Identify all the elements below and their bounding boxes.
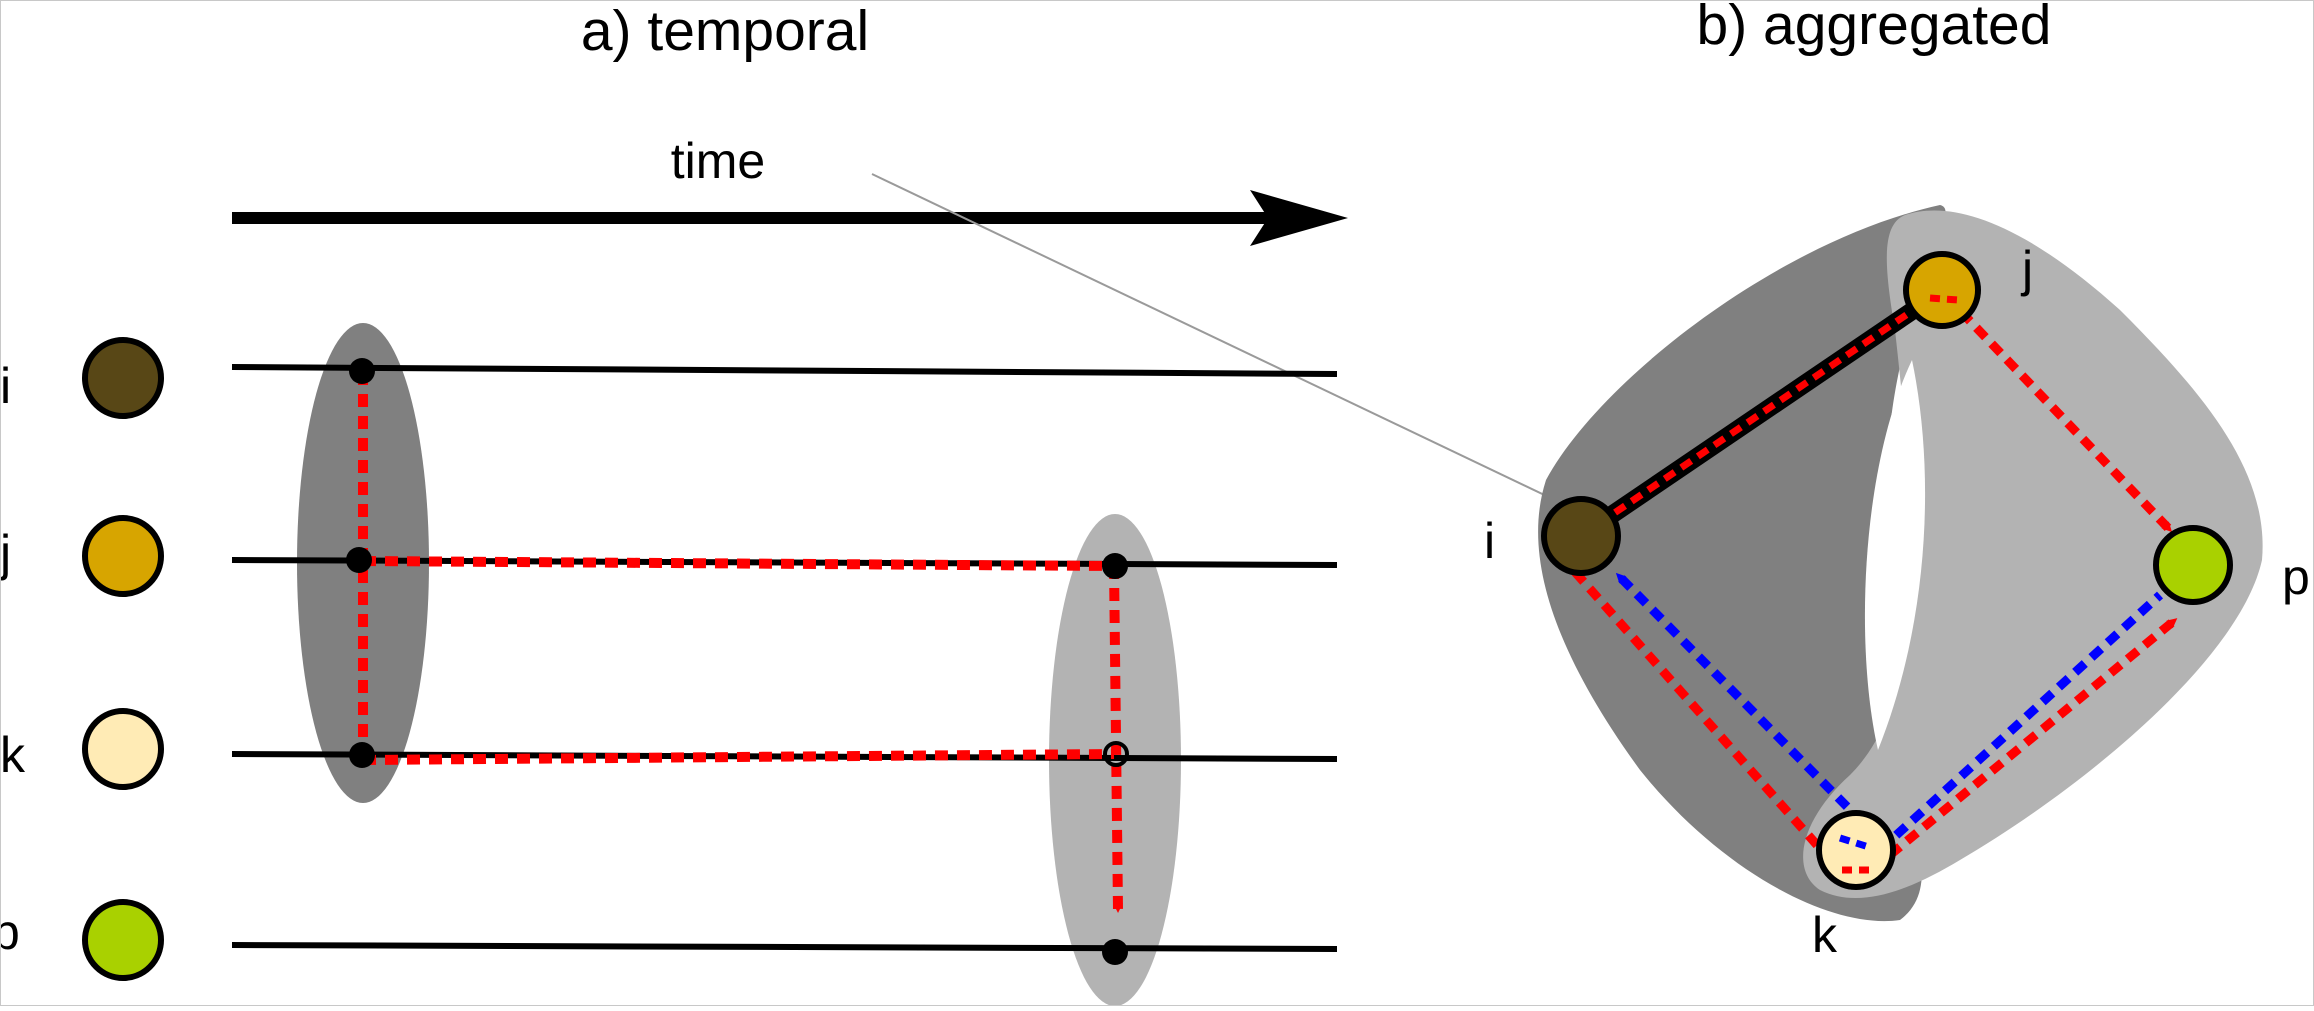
timeline-p — [231, 942, 1338, 952]
mark-j — [1929, 294, 1959, 304]
edge-p-k — [1876, 591, 2164, 854]
row-label-p: p — [0, 904, 20, 960]
path-segment-k-k — [362, 749, 1115, 765]
row-legend: i j k p — [0, 337, 164, 981]
time-arrow: time — [232, 133, 1348, 246]
aggregated-title: b) aggregated — [1697, 0, 2052, 57]
edge-k-i — [1614, 571, 1882, 842]
mark-k-blue — [1838, 834, 1874, 852]
agg-node-p — [2153, 525, 2233, 605]
temporal-panel: a) temporal time — [0, 0, 1581, 1006]
edge-j-p — [1942, 292, 2174, 534]
edge-i-k — [1571, 569, 1852, 883]
temporal-title: a) temporal — [581, 0, 869, 63]
row-label-j: j — [0, 525, 11, 581]
hyperedge-jkp — [1803, 210, 2263, 899]
agg-label-i: i — [1484, 513, 1495, 569]
row-label-i: i — [0, 358, 11, 414]
agg-label-p: p — [2282, 549, 2310, 605]
hyperedge-gap — [1864, 360, 1926, 750]
row-node-p — [82, 899, 164, 981]
row-node-i — [82, 337, 164, 419]
event-point-j2 — [1102, 553, 1128, 579]
path-segment-j-j — [362, 556, 1115, 571]
event-point-i — [349, 358, 375, 384]
temporal-path — [358, 372, 1123, 913]
row-node-k — [82, 708, 164, 790]
row-label-k: k — [0, 727, 26, 783]
event-point-j — [346, 547, 372, 573]
event-point-p — [1102, 939, 1128, 965]
agg-node-k — [1816, 810, 1896, 890]
path-segment-j-p — [1109, 565, 1123, 913]
node-path-marks — [1842, 294, 1959, 874]
agg-node-j — [1903, 251, 1981, 329]
agg-label-k: k — [1812, 907, 1838, 963]
event-point-k2 — [1103, 741, 1129, 767]
row-node-j — [82, 515, 164, 597]
event-point-k — [349, 742, 375, 768]
aggregated-blue-paths — [1614, 571, 2164, 854]
time-label: time — [671, 133, 765, 189]
connector-line — [871, 173, 1581, 513]
agg-node-i — [1541, 496, 1621, 576]
edge-i-j-path — [1580, 289, 1942, 538]
hyperedge-ijk — [1538, 205, 1946, 922]
timeline-i — [231, 364, 1338, 377]
edge-k-p — [1887, 616, 2178, 859]
agg-label-j: j — [2020, 241, 2033, 297]
aggregated-red-paths — [1571, 292, 2178, 883]
aggregated-panel: b) aggregated — [1484, 0, 2310, 963]
time-arrow-head — [1250, 190, 1348, 246]
